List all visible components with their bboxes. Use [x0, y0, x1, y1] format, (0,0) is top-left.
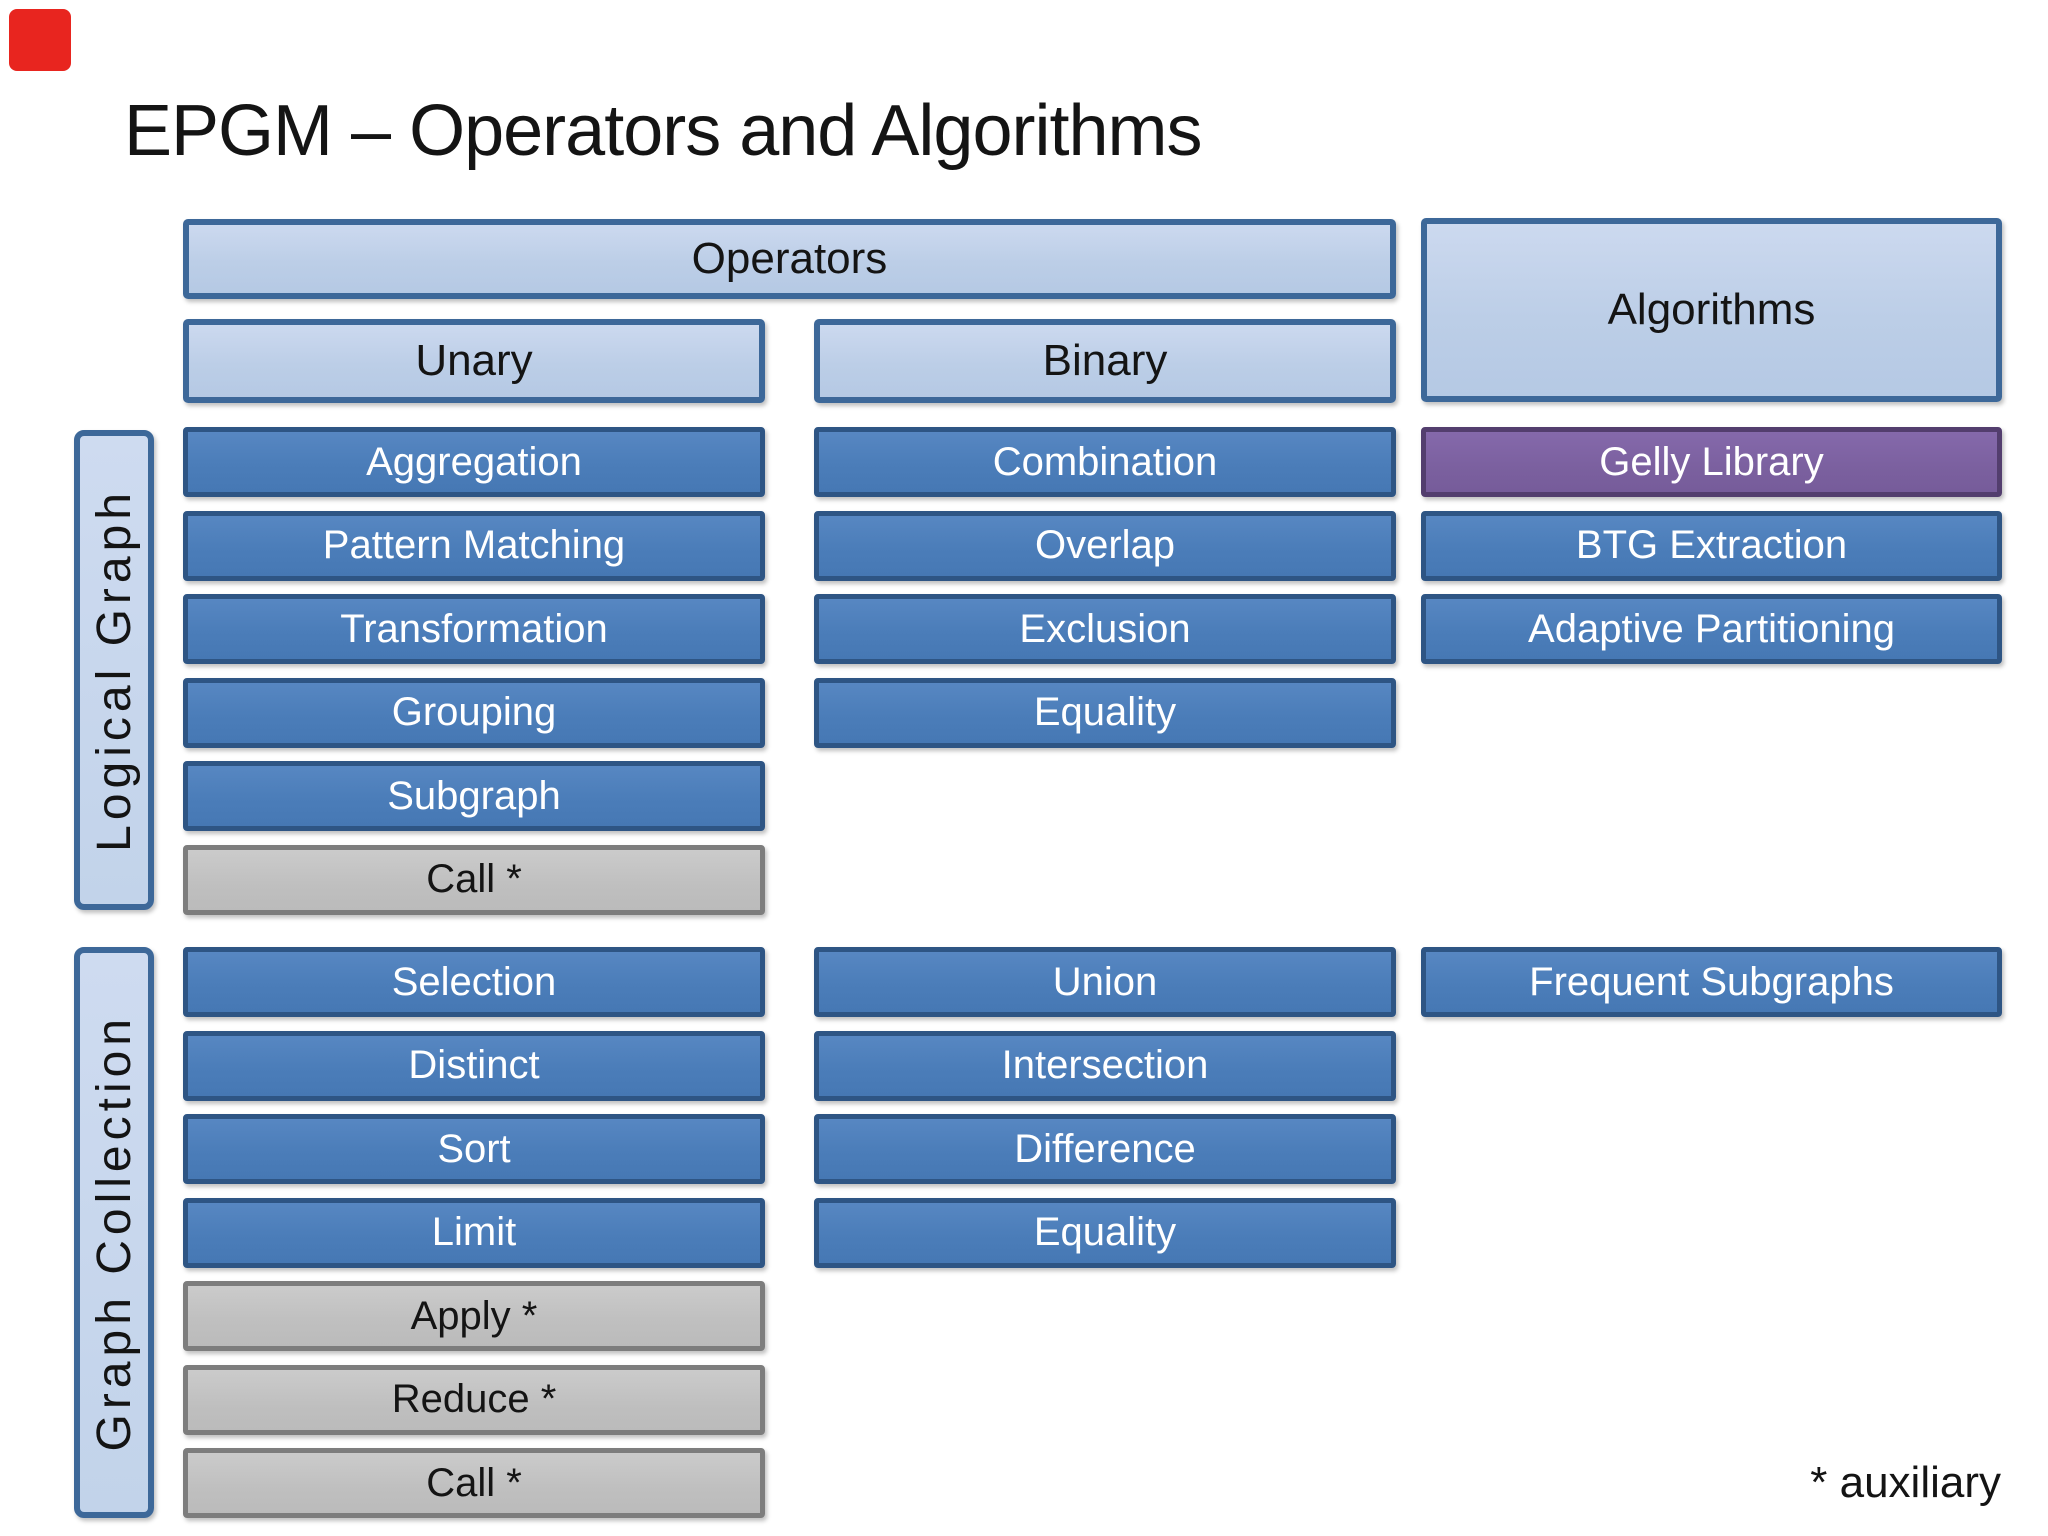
logical-graph-unary-column: Aggregation Pattern Matching Transformat… — [183, 427, 765, 915]
box-grouping: Grouping — [183, 677, 765, 748]
header-binary: Binary — [814, 319, 1396, 403]
auxiliary-footnote: * auxiliary — [1810, 1458, 2001, 1507]
box-intersection: Intersection — [814, 1030, 1396, 1101]
header-unary: Unary — [183, 319, 765, 403]
box-difference: Difference — [814, 1114, 1396, 1184]
page-title: EPGM – Operators and Algorithms — [124, 91, 1202, 171]
box-distinct: Distinct — [183, 1030, 765, 1101]
box-overlap: Overlap — [814, 510, 1396, 581]
box-equality-logical: Equality — [814, 677, 1396, 748]
header-algorithms: Algorithms — [1421, 218, 2002, 402]
box-call-logical: Call * — [183, 844, 765, 915]
box-apply: Apply * — [183, 1281, 765, 1351]
box-union: Union — [814, 947, 1396, 1017]
logical-graph-binary-column: Combination Overlap Exclusion Equality — [814, 427, 1396, 748]
box-call-collection: Call * — [183, 1448, 765, 1518]
box-reduce: Reduce * — [183, 1364, 765, 1435]
header-operators: Operators — [183, 219, 1396, 299]
box-aggregation: Aggregation — [183, 427, 765, 497]
box-transformation: Transformation — [183, 594, 765, 664]
box-sort: Sort — [183, 1114, 765, 1184]
red-marker — [9, 9, 71, 71]
box-adaptive-partitioning: Adaptive Partitioning — [1421, 594, 2002, 664]
box-pattern-matching: Pattern Matching — [183, 510, 765, 581]
group-label-graph-collection: Graph Collection — [74, 947, 154, 1518]
box-selection: Selection — [183, 947, 765, 1017]
box-combination: Combination — [814, 427, 1396, 497]
box-btg-extraction: BTG Extraction — [1421, 510, 2002, 581]
graph-collection-binary-column: Union Intersection Difference Equality — [814, 947, 1396, 1268]
box-limit: Limit — [183, 1197, 765, 1268]
box-equality-collection: Equality — [814, 1197, 1396, 1268]
box-frequent-subgraphs: Frequent Subgraphs — [1421, 947, 2002, 1017]
group-label-graph-collection-text: Graph Collection — [87, 1013, 141, 1452]
box-subgraph: Subgraph — [183, 761, 765, 831]
box-exclusion: Exclusion — [814, 594, 1396, 664]
group-label-logical-graph-text: Logical Graph — [87, 488, 141, 852]
box-gelly-library: Gelly Library — [1421, 427, 2002, 497]
graph-collection-algorithms-column: Frequent Subgraphs — [1421, 947, 2002, 1017]
group-label-logical-graph: Logical Graph — [74, 430, 154, 910]
logical-graph-algorithms-column: Gelly Library BTG Extraction Adaptive Pa… — [1421, 427, 2002, 664]
graph-collection-unary-column: Selection Distinct Sort Limit Apply * Re… — [183, 947, 765, 1518]
